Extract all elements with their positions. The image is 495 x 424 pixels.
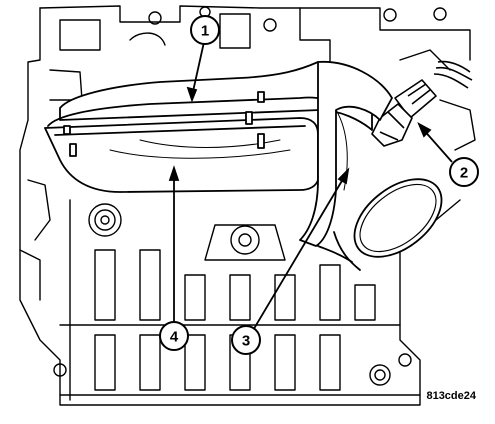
oxygen-sensor	[371, 60, 473, 147]
callout-1-label: 1	[201, 23, 209, 40]
callout-2: 2	[449, 157, 479, 187]
callout-1: 1	[190, 15, 220, 45]
callout-4-label: 4	[170, 329, 179, 346]
callout-4: 4	[159, 321, 189, 351]
arrowhead-1	[186, 86, 198, 103]
leader-line-1	[191, 41, 205, 97]
leader-line-3	[251, 173, 347, 333]
callout-3-label: 3	[242, 333, 250, 350]
leader-lines	[168, 41, 453, 333]
callout-3: 3	[231, 325, 261, 355]
engine-block-background	[19, 5, 476, 406]
arrowhead-2	[417, 121, 432, 138]
arrowhead-4	[168, 165, 180, 181]
callout-2-label: 2	[460, 165, 468, 182]
arrowhead-3	[337, 167, 350, 185]
manifold-studs	[63, 91, 265, 157]
figure-code: 813cde24	[426, 390, 476, 402]
exhaust-manifold	[44, 61, 443, 271]
